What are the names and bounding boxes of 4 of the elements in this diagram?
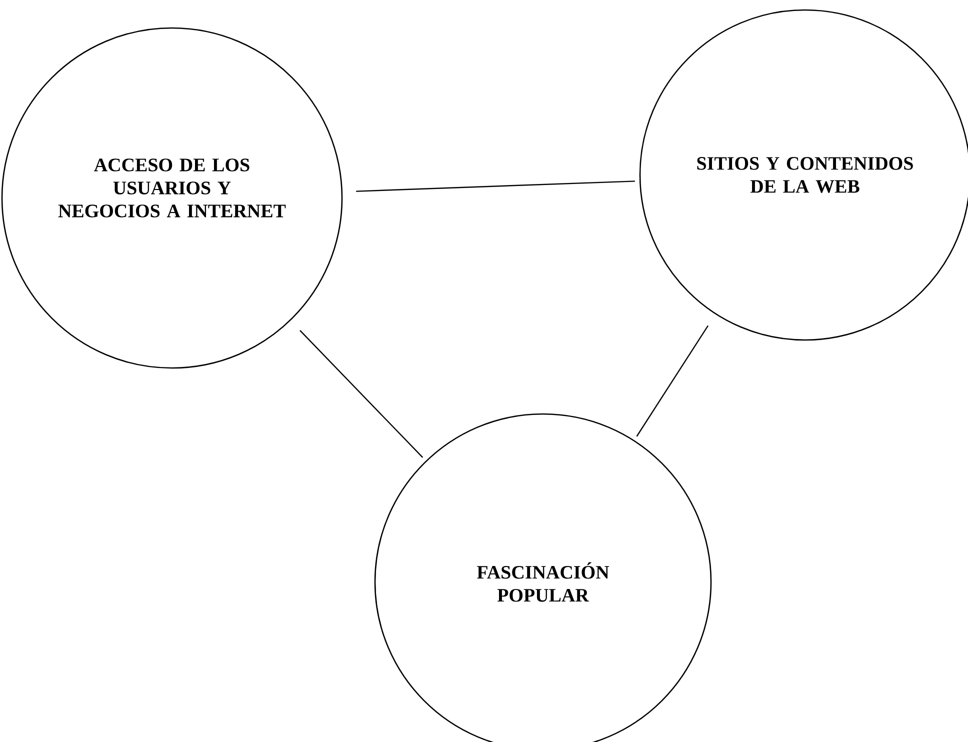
connector-line — [636, 325, 709, 437]
connector-line — [300, 330, 424, 458]
circle-node: ACCESO DE LOS USUARIOS Y NEGOCIOS A INTERNET — [1, 27, 343, 369]
connector-line — [356, 180, 635, 192]
